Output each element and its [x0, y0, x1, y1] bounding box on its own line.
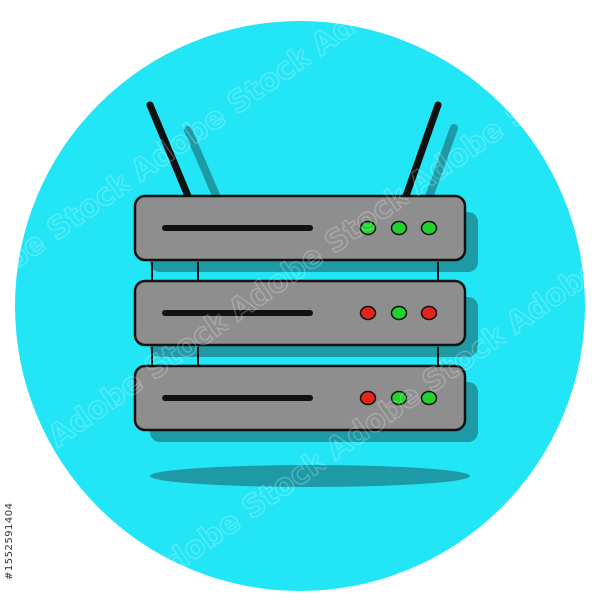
watermark	[15, 21, 585, 591]
stock-id-label: #1552591404	[4, 502, 15, 580]
